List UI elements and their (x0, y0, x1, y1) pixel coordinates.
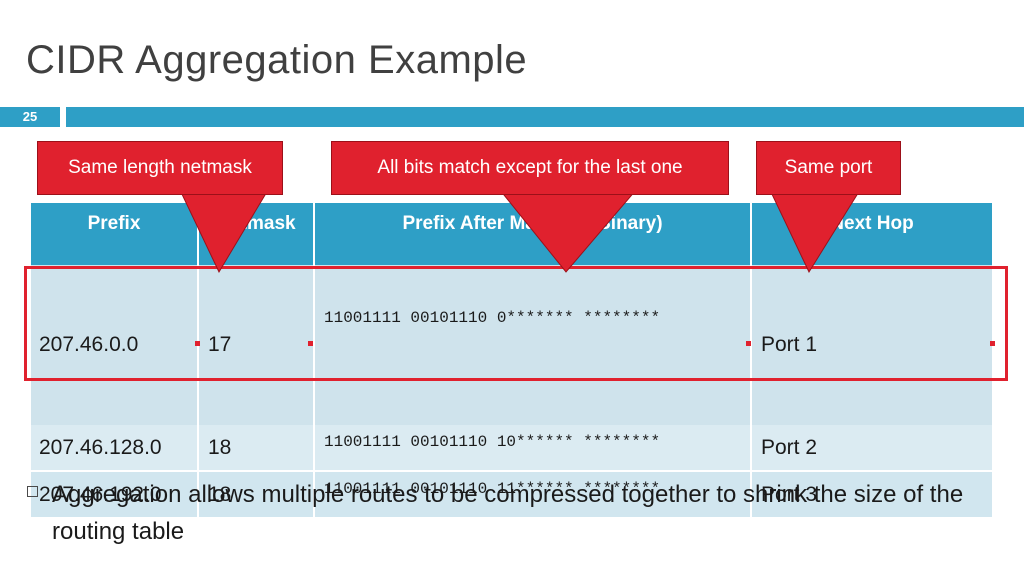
cell-next-hop: Port 2 (751, 425, 992, 472)
cell-netmask: 17 (198, 265, 315, 425)
header-netmask: Netmask (198, 203, 315, 265)
highlight-marker (308, 341, 313, 346)
table-row: 207.46.128.0 18 11001111 00101110 10****… (31, 425, 992, 472)
cell-prefix: 207.46.0.0 (31, 265, 199, 425)
cell-binary: 11001111 00101110 10****** ******** (314, 425, 752, 472)
table-header-row: Prefix Netmask Prefix After Masking (Bin… (31, 203, 992, 265)
table-row: 207.46.0.0 17 11001111 00101110 0*******… (31, 265, 992, 425)
title-rule-bar (66, 107, 1024, 127)
bullet-text: Aggregation allows multiple routes to be… (52, 481, 964, 545)
highlight-marker (990, 341, 995, 346)
cell-netmask: 18 (198, 471, 315, 517)
cell-prefix: 207.46.128.0 (31, 425, 199, 472)
cell-binary: 11001111 00101110 11****** ******** (314, 471, 752, 517)
callout-same-port: Same port (756, 141, 901, 195)
callout-bits-match: All bits match except for the last one (331, 141, 729, 195)
cell-next-hop: Port 3 (751, 471, 992, 517)
table-row: 207.46.192.0 18 11001111 00101110 11****… (31, 471, 992, 517)
header-binary: Prefix After Masking (Binary) (314, 203, 752, 265)
highlight-marker (746, 341, 751, 346)
cell-netmask: 18 (198, 425, 315, 472)
header-prefix: Prefix (31, 203, 199, 265)
slide-title: CIDR Aggregation Example (26, 38, 528, 82)
callout-same-netmask: Same length netmask (37, 141, 283, 195)
slide-number: 25 (0, 107, 60, 127)
cell-prefix: 207.46.192.0 (31, 471, 199, 517)
header-next-hop: Next Hop (751, 203, 992, 265)
cell-binary: 11001111 00101110 0******* ******** (314, 265, 752, 425)
highlight-marker (195, 341, 200, 346)
routing-table: Prefix Netmask Prefix After Masking (Bin… (31, 203, 992, 517)
bullet-square-icon (27, 486, 38, 497)
cell-next-hop: Port 1 (751, 265, 992, 425)
